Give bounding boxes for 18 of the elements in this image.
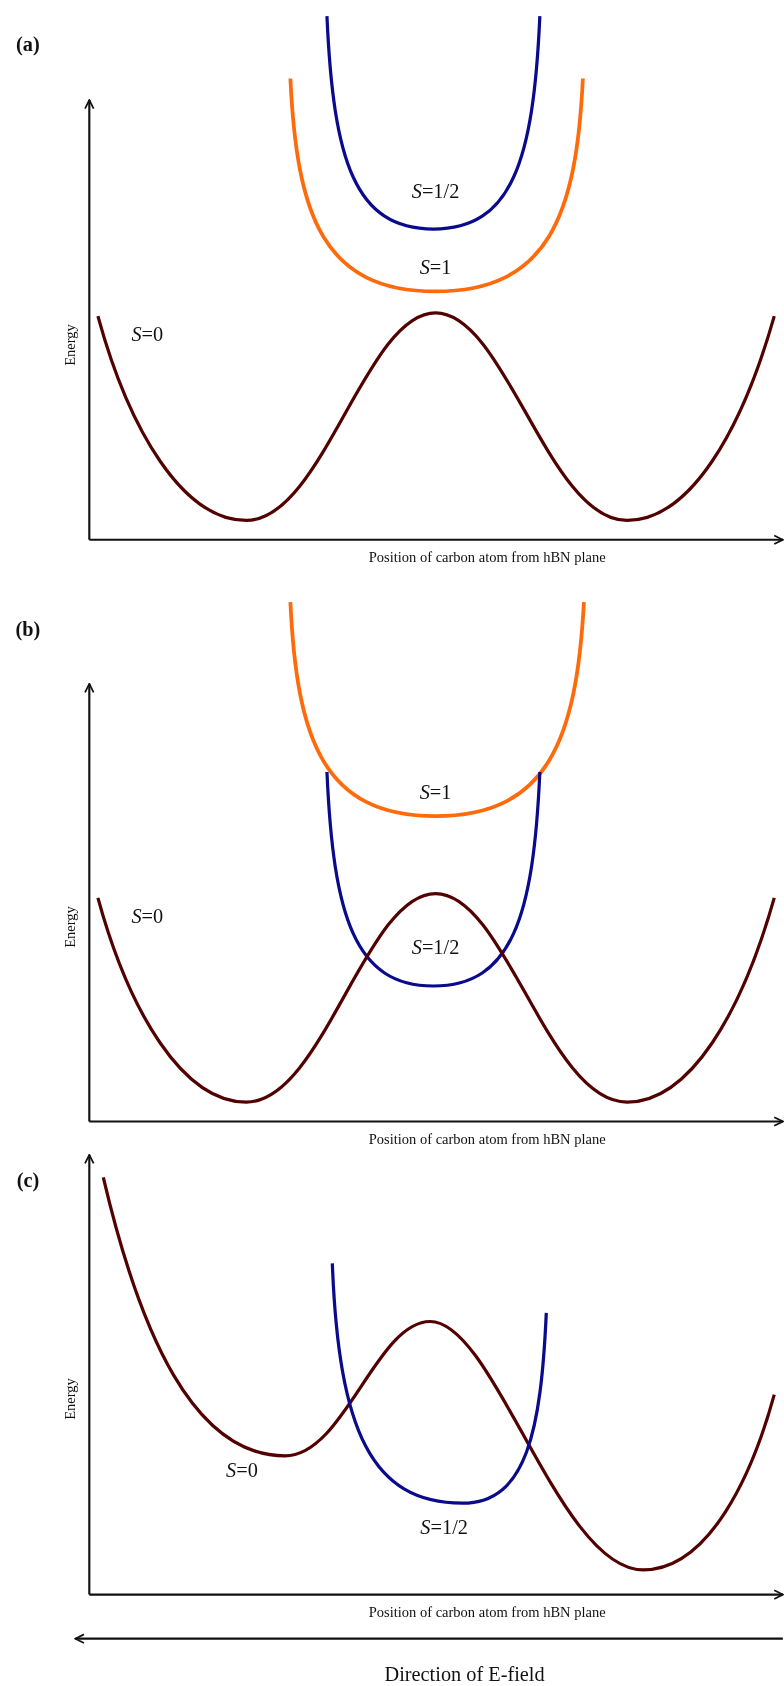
axis-label: Position of carbon atom from hBN plane <box>368 1605 606 1622</box>
axis-label: Position of carbon atom from hBN plane <box>368 1132 606 1148</box>
panel-label: (b) <box>15 617 41 641</box>
axis-label: Energy <box>63 324 79 366</box>
axis-label: Energy <box>63 1378 79 1420</box>
panel-label: (a) <box>16 32 40 56</box>
spin-label: S=1/2 <box>411 936 460 959</box>
axis-label: Position of carbon atom from hBN plane <box>368 550 606 567</box>
spin-label: S=0 <box>131 323 164 346</box>
panel-label: (c) <box>16 1168 40 1191</box>
spin-label: S=1 <box>419 780 452 803</box>
spin-label: S=0 <box>226 1458 258 1482</box>
caption-text: Direction of E-field <box>384 1663 545 1686</box>
spin-label: S=1/2 <box>411 180 460 203</box>
spin-label: S=1/2 <box>420 1515 468 1539</box>
spin-label: S=1 <box>419 255 452 278</box>
axis-label: Energy <box>63 906 79 948</box>
spin-label: S=0 <box>131 905 164 928</box>
